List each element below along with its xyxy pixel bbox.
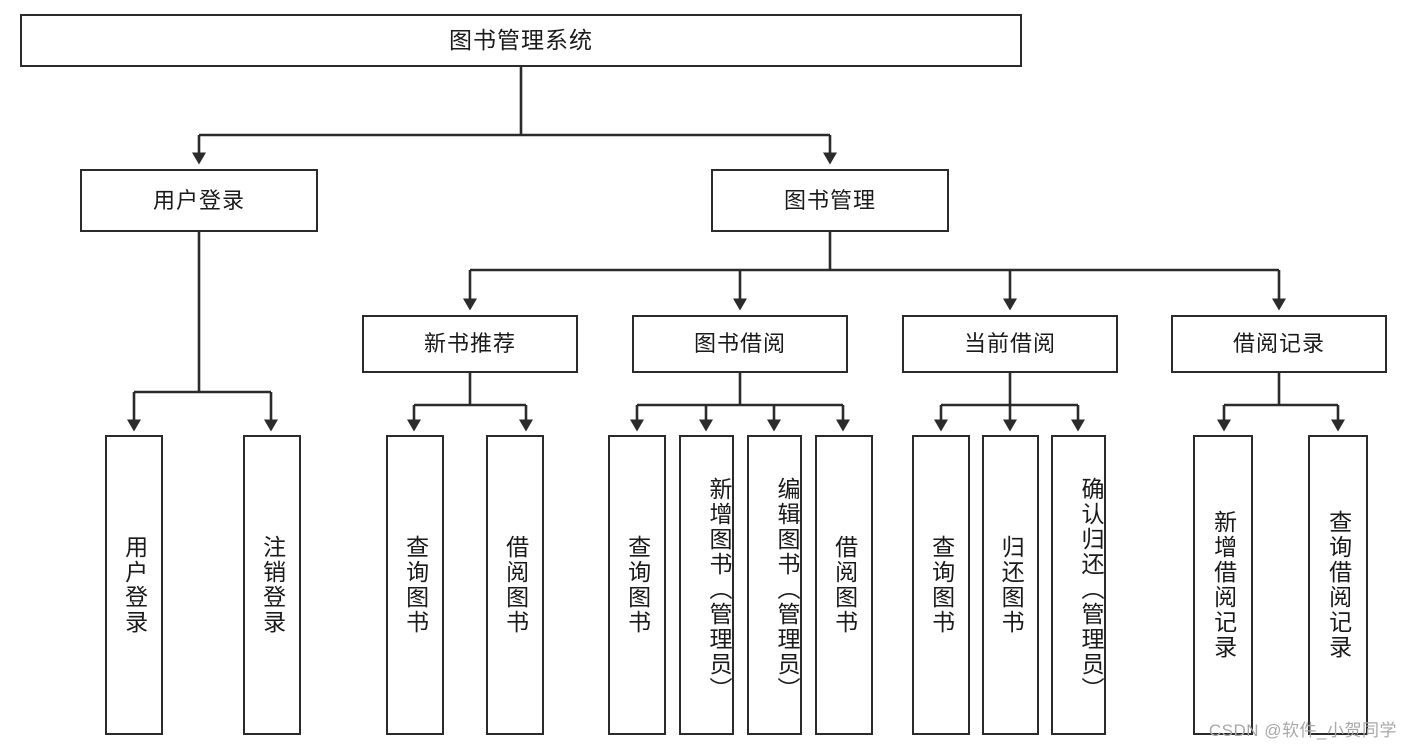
node-new-book-label: 新书推荐 xyxy=(423,331,516,356)
node-leaf-add-book-label: 新增图书（管理员） xyxy=(706,476,732,702)
node-leaf-borrow-book-1[interactable]: 借阅图书 xyxy=(486,435,544,735)
node-new-book[interactable]: 新书推荐 xyxy=(362,315,578,373)
node-leaf-confirm-return[interactable]: 确认归还（管理员） xyxy=(1051,435,1106,735)
node-root[interactable]: 图书管理系统 xyxy=(20,14,1022,67)
node-leaf-query-book-1-label: 查询图书 xyxy=(402,535,429,635)
node-user-login[interactable]: 用户登录 xyxy=(80,169,318,232)
node-root-label: 图书管理系统 xyxy=(449,27,593,53)
node-borrow-record[interactable]: 借阅记录 xyxy=(1171,315,1387,373)
node-leaf-edit-book-label: 编辑图书（管理员） xyxy=(774,476,800,702)
node-leaf-query-book-2[interactable]: 查询图书 xyxy=(608,435,666,735)
node-user-login-label: 用户登录 xyxy=(152,187,245,213)
node-leaf-add-record[interactable]: 新增借阅记录 xyxy=(1193,435,1253,735)
node-leaf-return-book[interactable]: 归还图书 xyxy=(982,435,1039,735)
watermark: CSDN @软件_小贺同学 xyxy=(1208,721,1397,740)
node-leaf-query-record[interactable]: 查询借阅记录 xyxy=(1308,435,1368,735)
node-leaf-query-book-1[interactable]: 查询图书 xyxy=(386,435,444,735)
node-leaf-query-book-3[interactable]: 查询图书 xyxy=(912,435,970,735)
node-leaf-query-book-2-label: 查询图书 xyxy=(624,535,651,635)
node-leaf-borrow-book-2[interactable]: 借阅图书 xyxy=(815,435,873,735)
node-leaf-query-record-label: 查询借阅记录 xyxy=(1325,510,1352,660)
node-current-borrow[interactable]: 当前借阅 xyxy=(902,315,1118,373)
node-leaf-borrow-book-1-label: 借阅图书 xyxy=(502,535,529,635)
node-leaf-borrow-book-2-label: 借阅图书 xyxy=(831,535,858,635)
node-book-manage[interactable]: 图书管理 xyxy=(711,169,949,232)
node-current-borrow-label: 当前借阅 xyxy=(963,331,1056,356)
node-leaf-logout-label: 注销登录 xyxy=(259,535,286,635)
node-leaf-add-book[interactable]: 新增图书（管理员） xyxy=(679,435,734,735)
node-book-borrow-label: 图书借阅 xyxy=(693,331,786,356)
node-leaf-confirm-return-label: 确认归还（管理员） xyxy=(1078,476,1104,702)
node-leaf-query-book-3-label: 查询图书 xyxy=(928,535,955,635)
node-borrow-record-label: 借阅记录 xyxy=(1232,331,1325,356)
node-leaf-return-book-label: 归还图书 xyxy=(998,535,1025,635)
node-leaf-edit-book[interactable]: 编辑图书（管理员） xyxy=(747,435,802,735)
node-book-manage-label: 图书管理 xyxy=(783,187,876,213)
node-leaf-user-login-label: 用户登录 xyxy=(121,535,148,635)
node-leaf-user-login[interactable]: 用户登录 xyxy=(105,435,163,735)
node-leaf-logout[interactable]: 注销登录 xyxy=(243,435,301,735)
node-book-borrow[interactable]: 图书借阅 xyxy=(632,315,848,373)
node-leaf-add-record-label: 新增借阅记录 xyxy=(1210,510,1237,660)
